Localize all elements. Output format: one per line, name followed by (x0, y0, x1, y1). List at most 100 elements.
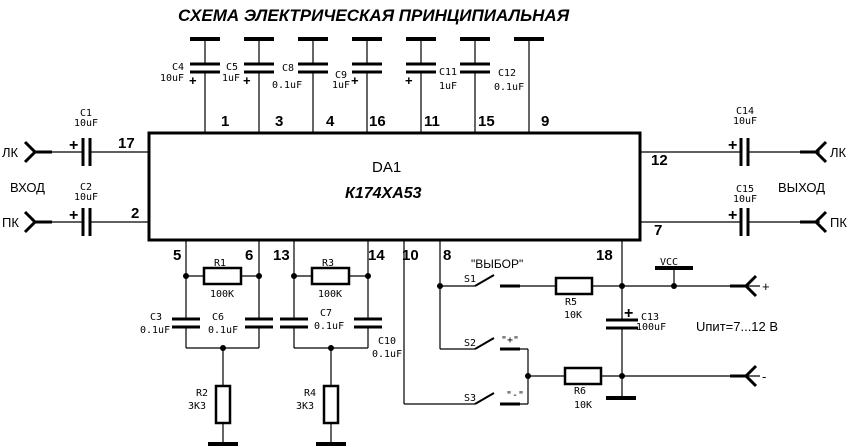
c11-value: 1uF (439, 81, 457, 92)
r1-value: 100K (210, 289, 234, 300)
input-capacitors (81, 138, 92, 238)
pin-5: 5 (173, 247, 181, 264)
power-minus-label: - (762, 369, 766, 384)
chip-part: К174ХА53 (345, 185, 422, 202)
power-resistors (554, 276, 603, 386)
c10-ref: C10 (378, 336, 396, 347)
c7-value: 0.1uF (314, 321, 344, 332)
input-polarity-marks: ++ (69, 137, 78, 224)
pin-12: 12 (651, 152, 668, 169)
r4-ref: R4 (304, 388, 316, 399)
r1-ref: R1 (214, 258, 226, 269)
s3-label: "-" (506, 390, 524, 401)
svg-text:+: + (243, 73, 251, 88)
chip-ref: DA1 (372, 159, 401, 176)
pin-3: 3 (275, 113, 283, 130)
c15-value: 10uF (733, 194, 757, 205)
switch-contacts (474, 274, 528, 406)
pin-14: 14 (368, 247, 385, 264)
svg-text:+: + (69, 207, 78, 224)
s1-label: "ВЫБОР" (471, 257, 523, 271)
output-label: ВЫХОД (778, 180, 825, 195)
c7-ref: C7 (320, 308, 332, 319)
c13-capacitor (606, 318, 638, 330)
s2-label: "+" (501, 335, 519, 346)
pin-4: 4 (326, 113, 335, 130)
pin-13: 13 (273, 247, 290, 264)
pin-1: 1 (221, 113, 229, 130)
schematic-title: СХЕМА ЭЛЕКТРИЧЕСКАЯ ПРИНЦИПИАЛЬНАЯ (178, 6, 570, 25)
svg-text:+: + (405, 73, 413, 88)
c11-ref: C11 (439, 67, 457, 78)
r5-value: 10K (564, 310, 582, 321)
input-label: ВХОД (10, 180, 45, 195)
c13-value: 100uF (636, 322, 666, 333)
filter-resistors (202, 266, 351, 425)
pin-18: 18 (596, 247, 613, 264)
top-polarity-marks: + + + + (189, 73, 413, 88)
filter-capacitors (172, 317, 382, 329)
pin-15: 15 (478, 113, 495, 130)
svg-text:+: + (728, 207, 737, 224)
c13-polarity-mark: + (624, 305, 633, 322)
pin-7: 7 (654, 222, 662, 239)
supply-voltage-label: Uпит=7...12 В (696, 319, 778, 334)
power-plus-label: + (762, 279, 770, 294)
chip-body (147, 131, 642, 242)
output-connector-arrows (800, 140, 828, 234)
pin-16: 16 (369, 113, 386, 130)
r6-value: 10K (574, 400, 592, 411)
r5-ref: R5 (565, 297, 577, 308)
c9-ref: C9 (335, 70, 347, 81)
input-left-label: ЛК (2, 145, 19, 160)
s2-ref: S2 (464, 338, 476, 349)
svg-text:+: + (728, 137, 737, 154)
output-left-label: ЛК (830, 145, 847, 160)
top-pin-wires (204, 40, 530, 133)
c4-value: 10uF (160, 73, 184, 84)
c2-value: 10uF (74, 192, 98, 203)
pin-10: 10 (402, 247, 419, 264)
c2-ref: C2 (80, 182, 92, 193)
pin-2: 2 (131, 205, 139, 222)
vcc-label: VCC (660, 257, 678, 268)
output-polarity-marks: ++ (728, 137, 737, 224)
input-connector-arrows (23, 140, 52, 234)
c12-value: 0.1uF (494, 82, 524, 93)
top-capacitor-plates (190, 62, 490, 74)
c15-ref: C15 (736, 184, 754, 195)
c14-value: 10uF (733, 116, 757, 127)
r2-value: 3K3 (188, 401, 206, 412)
pin-6: 6 (245, 247, 253, 264)
pin-17: 17 (118, 135, 135, 152)
r3-value: 100K (318, 289, 342, 300)
svg-text:+: + (189, 73, 197, 88)
c9-value: 1uF (332, 80, 350, 91)
pin-8: 8 (443, 247, 451, 264)
c3-ref: C3 (150, 312, 162, 323)
c3-value: 0.1uF (140, 325, 170, 336)
power-connector-arrows (730, 274, 758, 388)
svg-text:+: + (69, 137, 78, 154)
c6-ref: C6 (212, 312, 224, 323)
output-wires (640, 151, 820, 223)
c12-ref: C12 (498, 68, 516, 79)
c8-value: 0.1uF (272, 80, 302, 91)
c4-ref: C4 (172, 62, 184, 73)
c6-value: 0.1uF (208, 325, 238, 336)
svg-text:+: + (351, 73, 359, 88)
s3-ref: S3 (464, 393, 476, 404)
c1-ref: C1 (80, 108, 92, 119)
input-right-label: ПК (2, 215, 19, 230)
c5-value: 1uF (222, 73, 240, 84)
pin-9: 9 (541, 113, 549, 130)
r4-value: 3K3 (296, 401, 314, 412)
output-capacitors (739, 138, 750, 238)
c14-ref: C14 (736, 106, 754, 117)
power-ground-bars (606, 266, 693, 400)
output-right-label: ПК (830, 215, 847, 230)
c5-ref: C5 (226, 62, 238, 73)
r2-ref: R2 (196, 388, 208, 399)
r6-ref: R6 (574, 386, 586, 397)
